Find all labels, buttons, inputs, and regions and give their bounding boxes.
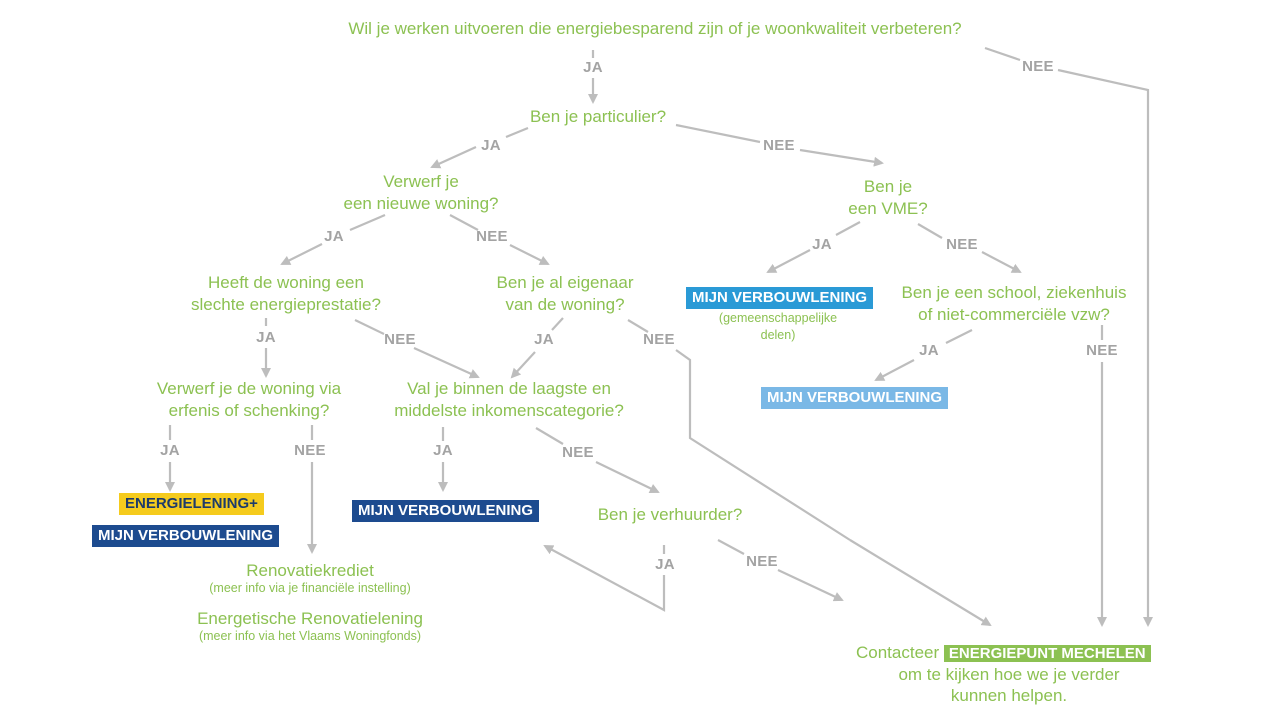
question-school: Ben je een school, ziekenhuis of niet-co… bbox=[902, 282, 1127, 326]
arrow-q5-nee bbox=[354, 319, 385, 335]
note-line: (gemeenschappelijke bbox=[718, 311, 838, 325]
question-inkomenscategorie: Val je binnen de laagste en middelste in… bbox=[394, 378, 624, 422]
label-ja: JA bbox=[256, 329, 276, 346]
note-line: delen) bbox=[760, 328, 796, 342]
label-nee: NEE bbox=[1022, 58, 1054, 75]
badge-mijn-verbouwlening-vme: MIJN VERBOUWLENING bbox=[686, 287, 874, 309]
vme-note: (gemeenschappelijke delen) bbox=[719, 310, 837, 344]
contact-line3: kunnen helpen. bbox=[950, 686, 1068, 705]
renovatiekrediet-note: (meer info via je financiële instelling) bbox=[209, 581, 411, 595]
question-particulier: Ben je particulier? bbox=[529, 107, 667, 126]
label-ja: JA bbox=[481, 137, 501, 154]
label-nee: NEE bbox=[476, 228, 508, 245]
label-ja: JA bbox=[534, 331, 554, 348]
label-ja: JA bbox=[583, 59, 603, 76]
contact-line2: om te kijken hoe we je verder bbox=[898, 665, 1120, 684]
renovatiekrediet-title: Renovatiekrediet bbox=[246, 561, 374, 580]
label-nee: NEE bbox=[946, 236, 978, 253]
label-nee: NEE bbox=[1086, 342, 1118, 359]
question-line: of niet-commerciële vzw? bbox=[918, 305, 1110, 324]
question-werken: Wil je werken uitvoeren die energiebespa… bbox=[348, 19, 962, 38]
arrow-q4-nee bbox=[917, 223, 943, 239]
question-energieprestatie: Heeft de woning een slechte energieprest… bbox=[191, 272, 381, 316]
label-nee: NEE bbox=[562, 444, 594, 461]
arrow-q2-ja bbox=[505, 126, 529, 139]
question-line: Heeft de woning een bbox=[208, 273, 364, 292]
label-ja: JA bbox=[919, 342, 939, 359]
arrow-q6-nee bbox=[627, 319, 649, 333]
label-nee: NEE bbox=[384, 331, 416, 348]
question-line: Ben je al eigenaar bbox=[496, 273, 634, 292]
arrow-q9-nee bbox=[535, 427, 564, 445]
label-ja: JA bbox=[812, 236, 832, 253]
question-line: erfenis of schenking? bbox=[168, 401, 330, 420]
arrow-q2-nee bbox=[675, 123, 761, 144]
arrow-q1-nee bbox=[984, 46, 1021, 62]
arrow-q10-nee bbox=[717, 539, 745, 555]
arrow-q3-ja bbox=[349, 213, 386, 232]
contact-prefix: Contacteer bbox=[856, 643, 940, 662]
question-line: Val je binnen de laagste en bbox=[407, 379, 611, 398]
question-erfenis: Verwerf je de woning via erfenis of sche… bbox=[157, 378, 341, 422]
badge-mijn-verbouwlening-inkomen: MIJN VERBOUWLENING bbox=[352, 500, 540, 522]
arrow-q6-ja bbox=[551, 317, 564, 331]
arrow-q7-ja bbox=[945, 329, 973, 344]
badge-energielening-plus: ENERGIELENING+ bbox=[119, 493, 264, 515]
question-vme: Ben je een VME? bbox=[848, 176, 927, 220]
label-ja: JA bbox=[655, 556, 675, 573]
question-eigenaar: Ben je al eigenaar van de woning? bbox=[496, 272, 633, 316]
label-nee: NEE bbox=[763, 137, 795, 154]
question-line: Ben je bbox=[863, 177, 913, 196]
label-nee: NEE bbox=[643, 331, 675, 348]
question-line: een nieuwe woning? bbox=[343, 194, 499, 213]
arrow-q3-nee bbox=[449, 214, 479, 231]
label-nee: NEE bbox=[746, 553, 778, 570]
question-line: slechte energieprestatie? bbox=[191, 295, 381, 314]
label-ja: JA bbox=[160, 442, 180, 459]
question-line: middelste inkomenscategorie? bbox=[394, 401, 624, 420]
question-line: Ben je een school, ziekenhuis bbox=[901, 283, 1127, 302]
question-verhuurder: Ben je verhuurder? bbox=[597, 505, 743, 524]
label-ja: JA bbox=[324, 228, 344, 245]
renovatielening-title: Energetische Renovatielening bbox=[197, 609, 423, 628]
arrow-q4-ja bbox=[835, 221, 861, 236]
badge-mijn-verbouwlening-erfenis: MIJN VERBOUWLENING bbox=[92, 525, 280, 547]
badge-energiepunt-mechelen: ENERGIEPUNT MECHELEN bbox=[943, 645, 1151, 662]
question-line: van de woning? bbox=[505, 295, 625, 314]
question-line: Verwerf je de woning via bbox=[156, 379, 342, 398]
question-line: een VME? bbox=[848, 199, 928, 218]
label-ja: JA bbox=[433, 442, 453, 459]
question-line: Verwerf je bbox=[383, 172, 459, 191]
contact-line1: Contacteer ENERGIEPUNT MECHELEN bbox=[856, 642, 1151, 665]
renovatielening-note: (meer info via het Vlaams Woningfonds) bbox=[198, 629, 422, 643]
question-nieuwe-woning: Verwerf je een nieuwe woning? bbox=[343, 171, 498, 215]
label-nee: NEE bbox=[294, 442, 326, 459]
badge-mijn-verbouwlening-school: MIJN VERBOUWLENING bbox=[761, 387, 949, 409]
